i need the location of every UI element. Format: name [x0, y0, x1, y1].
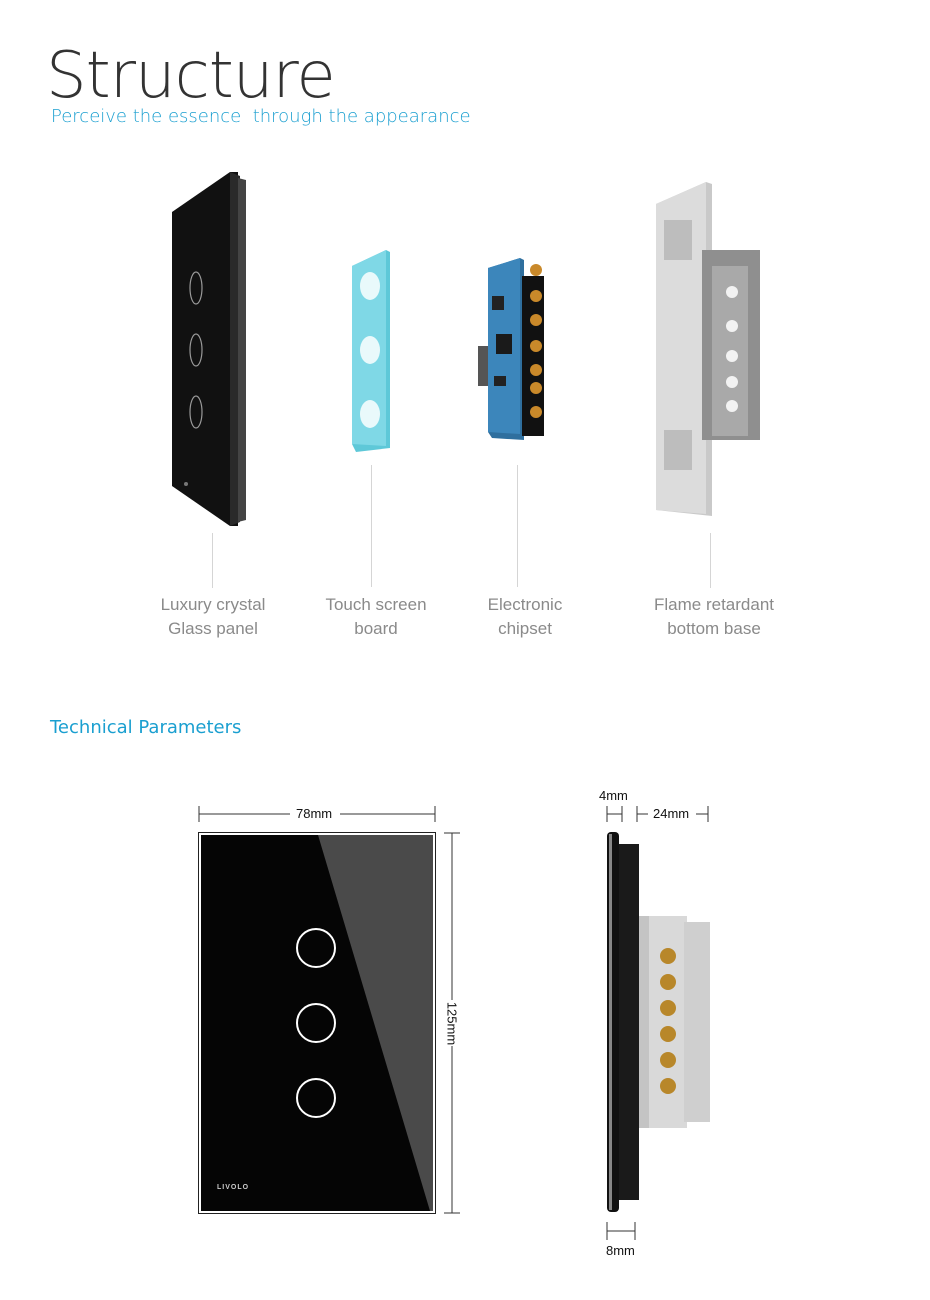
glass-thickness-line	[606, 806, 623, 822]
bottom-base-pointer	[710, 533, 711, 588]
glass-thickness-value: 4mm	[599, 788, 628, 803]
bottom-base-image	[656, 182, 760, 516]
height-dimension-line	[444, 832, 460, 1214]
page-title: Structure	[46, 39, 336, 113]
touch-board-pointer	[371, 465, 372, 587]
panel-depth-line	[606, 1222, 636, 1240]
panel-depth-value: 8mm	[606, 1243, 635, 1258]
glass-panel-image	[172, 172, 246, 526]
height-value: 125mm	[444, 1001, 460, 1046]
width-value: 78mm	[296, 806, 333, 821]
front-panel-image	[198, 832, 436, 1214]
glass-panel-pointer	[212, 533, 213, 588]
tech-params-title: Technical Parameters	[50, 717, 242, 738]
brand-logo: LIVOLO	[217, 1184, 250, 1191]
width-dimension-line	[198, 806, 436, 822]
box-depth-value: 24mm	[653, 806, 690, 821]
side-view-image	[607, 832, 710, 1212]
chipset-image	[478, 258, 544, 440]
touch-board-image	[352, 250, 390, 452]
page-subtitle: Perceive the essence through the appeara…	[51, 106, 471, 127]
chipset-pointer	[517, 465, 518, 587]
box-depth-line	[636, 806, 709, 822]
